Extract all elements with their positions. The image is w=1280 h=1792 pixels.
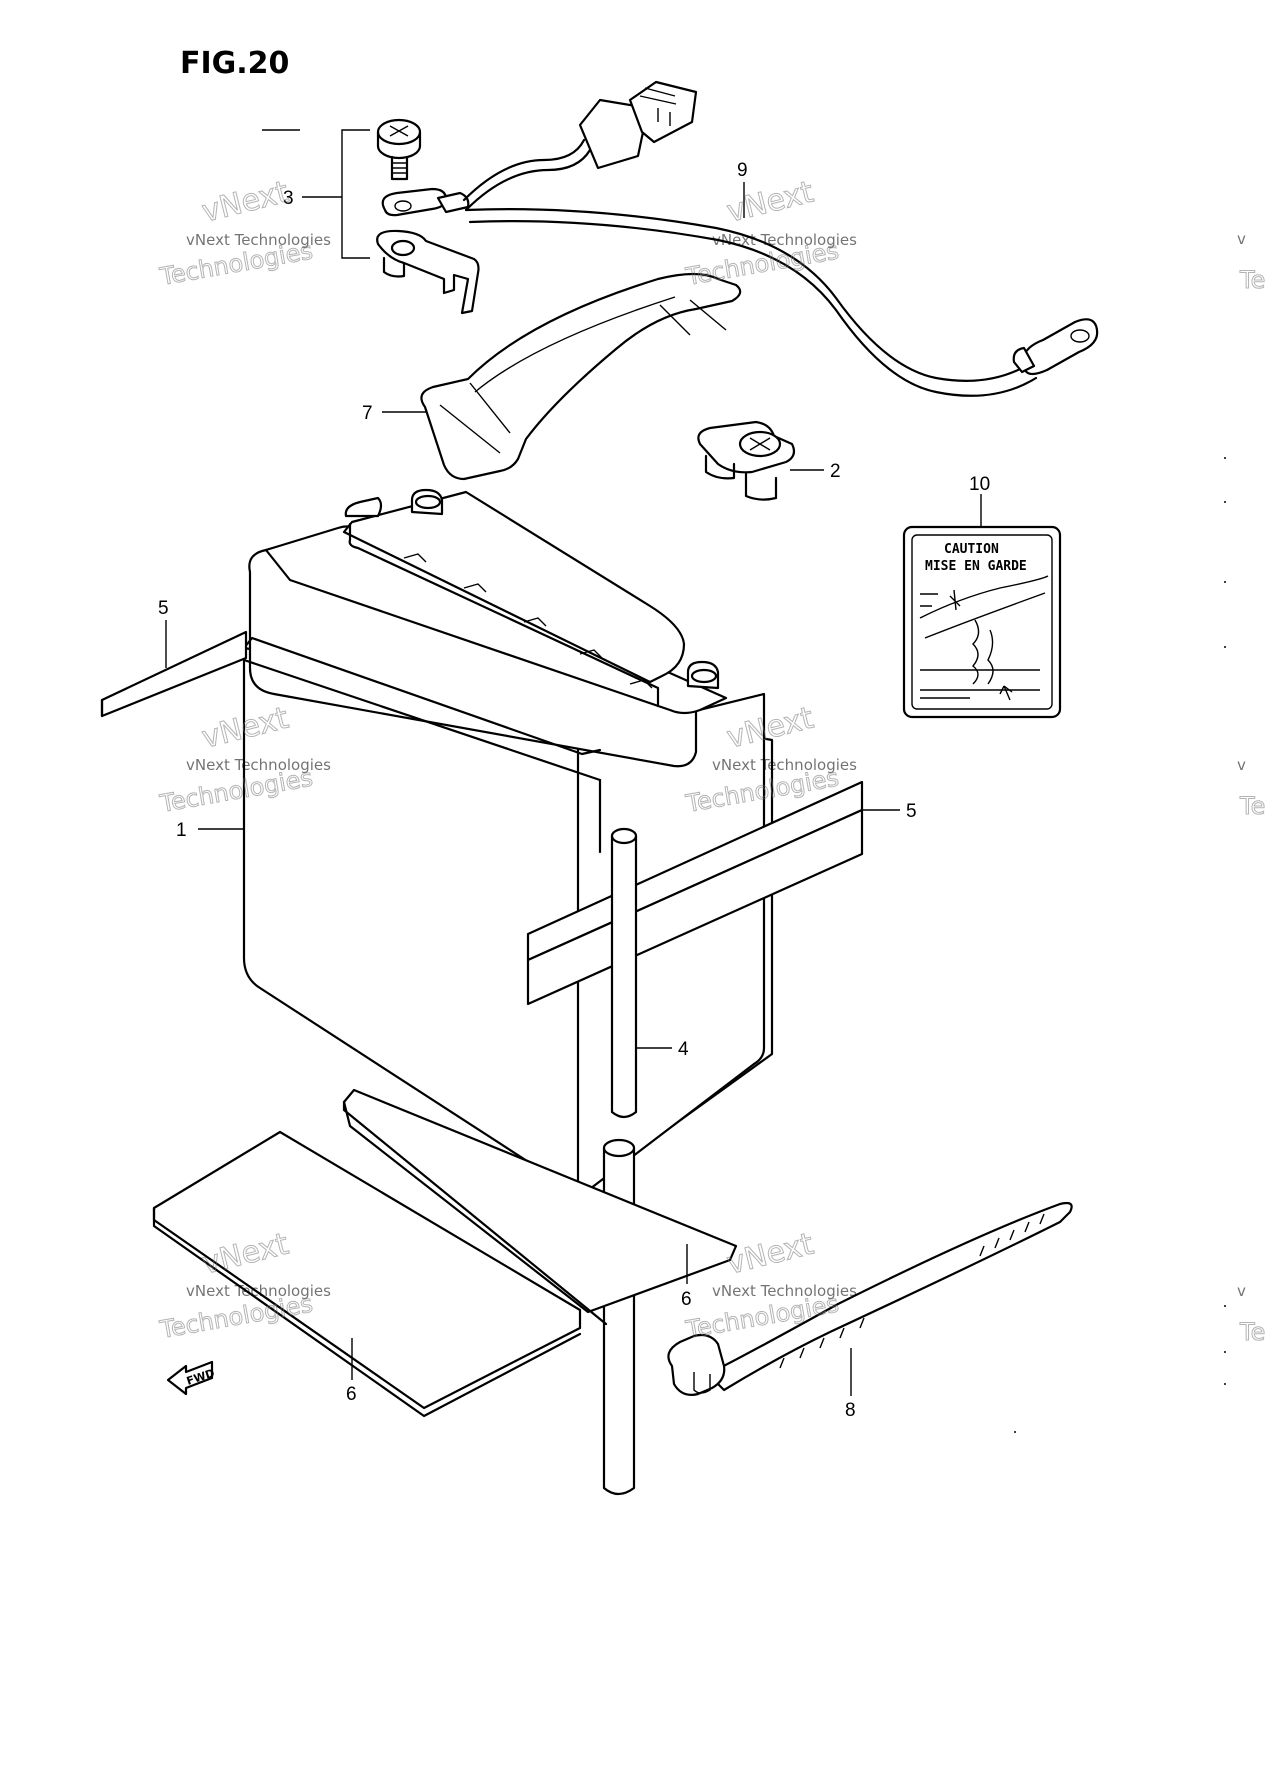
svg-text:vNext Technologies: vNext Technologies: [186, 756, 331, 774]
watermark-1: vNext vNext Technologies Technologies: [157, 174, 331, 292]
part-8-cable-tie: [667, 1201, 1073, 1396]
callout-2: 2: [830, 461, 841, 482]
watermark-2: vNext vNext Technologies Technologies: [683, 174, 857, 292]
part-5-pad-left: [100, 630, 248, 718]
svg-text:vNext: vNext: [723, 1227, 817, 1282]
leader-3: [302, 129, 370, 259]
svg-text:vNext Technologies: vNext Technologies: [712, 1282, 857, 1300]
svg-text:vNext Technologies: vNext Technologies: [186, 1282, 331, 1300]
callout-6-upper: 6: [681, 1289, 692, 1310]
callout-4: 4: [678, 1039, 689, 1060]
callout-1: 1: [176, 820, 187, 841]
callout-9: 9: [737, 160, 748, 181]
callout-3: 3: [283, 188, 294, 209]
callout-5-right: 5: [906, 801, 917, 822]
figure-title: FIG.20: [180, 46, 289, 81]
svg-text:vNext Technologies: vNext Technologies: [186, 231, 331, 249]
svg-text:vNext: vNext: [198, 175, 292, 230]
part-9-lead-wire: [381, 80, 1099, 397]
watermark-edge-2: Te: [1239, 266, 1265, 294]
callout-7: 7: [362, 403, 373, 424]
callout-10: 10: [969, 474, 990, 495]
callout-8: 8: [845, 1400, 856, 1421]
part-1-battery: [242, 488, 774, 1200]
callout-6-lower: 6: [346, 1384, 357, 1405]
caution-title: CAUTION: [944, 542, 999, 557]
scan-marks: [262, 129, 1226, 1433]
watermark-edge-4: Te: [1239, 792, 1265, 820]
part-3-bolt-bracket: [376, 118, 480, 315]
svg-text:vNext Technologies: vNext Technologies: [712, 231, 857, 249]
svg-text:vNext Technologies: vNext Technologies: [712, 756, 857, 774]
watermark-edge-1: v: [1237, 230, 1246, 248]
part-6-pad-under-battery: [342, 1088, 738, 1326]
fwd-arrow-icon: FWD: [166, 1360, 216, 1396]
part-6-pad-bottom: [152, 1130, 582, 1418]
caution-subtitle: MISE EN GARDE: [925, 559, 1027, 574]
part-10-caution-label: CAUTION MISE EN GARDE: [902, 525, 1062, 719]
part-7-battery-band: [420, 272, 742, 481]
watermark-edge-6: Te: [1239, 1318, 1265, 1346]
svg-text:vNext: vNext: [723, 175, 817, 230]
callout-5-left: 5: [158, 598, 169, 619]
watermark-edge-3: v: [1237, 756, 1246, 774]
watermark-edge-5: v: [1237, 1282, 1246, 1300]
part-2-terminal-bolt: [697, 420, 796, 501]
